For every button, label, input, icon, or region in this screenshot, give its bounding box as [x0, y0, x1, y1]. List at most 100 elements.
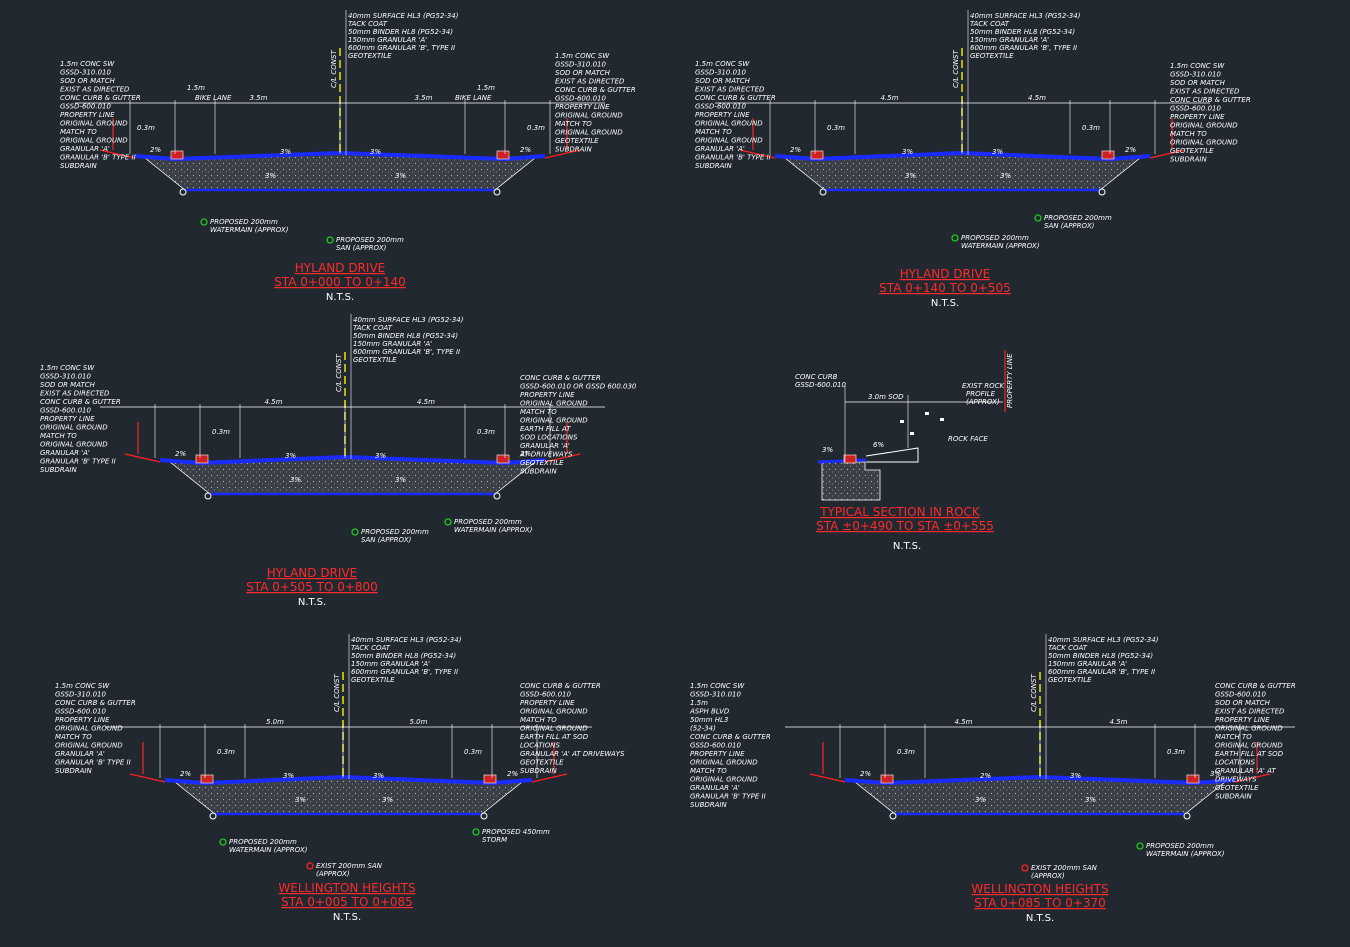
right-label: EARTH FILL AT SOD: [520, 733, 589, 741]
left-label: PROPERTY LINE: [55, 716, 110, 724]
left-label: GRANULAR 'B' TYPE II: [40, 458, 116, 466]
slope-label: 3%: [265, 172, 276, 180]
right-label: DRIVEWAYS: [1215, 776, 1257, 784]
pipe-marker: [219, 838, 227, 846]
section-title: HYLAND DRIVE: [267, 566, 357, 580]
dimension-value: 1.5m: [187, 84, 205, 92]
right-label: EXIST AS DIRECTED: [1170, 88, 1240, 96]
right-label: EXIST AS DIRECTED: [555, 78, 625, 86]
pavement-note-line: 50mm BINDER HL8 (PG52-34): [970, 28, 1075, 36]
slope-label: 3%: [992, 148, 1003, 156]
pavement-note-line: 40mm SURFACE HL3 (PG52-34): [1048, 636, 1159, 644]
centerline-label: C/L CONST: [952, 50, 960, 88]
left-label: PROPERTY LINE: [695, 111, 750, 119]
slope-label: 3%: [283, 772, 294, 780]
right-label: GEOTEXTILE: [520, 759, 564, 767]
slope-label: 3%: [370, 148, 381, 156]
subdrain-right: [493, 492, 501, 500]
pipe-marker: [200, 218, 208, 226]
pipe-marker: [1021, 864, 1029, 872]
slope-label: 2%: [520, 146, 531, 154]
left-label: CONC CURB & GUTTER: [40, 398, 121, 406]
section-title: HYLAND DRIVE: [295, 261, 385, 275]
right-label: GEOTEXTILE: [1170, 147, 1214, 155]
right-label: SOD OR MATCH: [555, 69, 611, 77]
right-label: ORIGINAL GROUND: [555, 129, 623, 137]
section-title: WELLINGTON HEIGHTS: [971, 882, 1108, 896]
pipe-label: PROPOSED 200mm: [1044, 214, 1112, 222]
left-label: GSSD-600.010: [40, 407, 91, 415]
right-label: AT DRIVEWAYS: [519, 451, 573, 459]
scale-note: N.T.S.: [333, 912, 361, 923]
right-label: PROPERTY LINE: [520, 391, 575, 399]
right-label: PROPERTY LINE: [1215, 716, 1270, 724]
right-label: MATCH TO: [520, 716, 557, 724]
rock-label: (APPROX): [966, 398, 1000, 406]
slope-label: 2%: [175, 450, 186, 458]
right-label: SUBDRAIN: [520, 767, 557, 775]
pipe-marker: [472, 828, 480, 836]
right-label: CONC CURB & GUTTER: [520, 682, 601, 690]
original-ground-right: [531, 773, 568, 783]
pavement-note-line: 600mm GRANULAR 'B', TYPE II: [351, 668, 458, 676]
left-label: ORIGINAL GROUND: [55, 725, 123, 733]
left-label: CONC CURB & GUTTER: [55, 699, 136, 707]
pavement-note-line: GEOTEXTILE: [353, 356, 397, 364]
dimension-value: 0.3m: [827, 124, 845, 132]
curb-left: [195, 454, 209, 464]
left-label: MATCH TO: [55, 733, 92, 741]
left-label: SUBDRAIN: [60, 162, 97, 170]
dimension-value: 4.5m: [955, 718, 973, 726]
subdrain-right: [1098, 188, 1106, 196]
rock-sod: [865, 447, 919, 463]
scale-note: N.T.S.: [326, 292, 354, 303]
section-subtitle: STA 0+140 TO 0+505: [879, 281, 1011, 295]
left-label: SUBDRAIN: [55, 767, 92, 775]
pavement-note-line: 40mm SURFACE HL3 (PG52-34): [353, 316, 464, 324]
pavement-note-line: TACK COAT: [353, 324, 393, 332]
rock-face-fragment: [940, 418, 944, 421]
left-label: GSSD-310.010: [40, 373, 91, 381]
pipe-marker: [326, 236, 334, 244]
slope-label: 2%: [860, 770, 871, 778]
pipe-label: WATERMAIN (APPROX): [454, 526, 533, 534]
left-label: GSSD-310.010: [60, 69, 111, 77]
pavement-note-line: TACK COAT: [351, 644, 391, 652]
right-label: SOD OR MATCH: [1215, 699, 1271, 707]
pavement-note-line: 600mm GRANULAR 'B', TYPE II: [353, 348, 460, 356]
left-label: GRANULAR 'A': [695, 145, 745, 153]
section-subtitle: STA ±0+490 TO STA ±0+555: [816, 519, 994, 533]
curb-right: [496, 454, 510, 464]
right-label: ORIGINAL GROUND: [520, 708, 588, 716]
pipe-label: (APPROX): [1031, 872, 1065, 880]
rock-label: PROFILE: [966, 390, 996, 398]
pipe-marker: [444, 518, 452, 526]
curb-right: [483, 774, 497, 784]
dimension-value: 4.5m: [1028, 94, 1046, 102]
pipe-label: PROPOSED 450mm: [482, 828, 550, 836]
pavement-note-line: 150mm GRANULAR 'A': [1048, 660, 1127, 668]
right-label: EXIST AS DIRECTED: [1215, 708, 1285, 716]
left-label: SOD OR MATCH: [40, 381, 96, 389]
pipe-marker: [351, 528, 359, 536]
slope-label: 2%: [150, 146, 161, 154]
dimension-value: 3.5m: [415, 94, 433, 102]
dimension-value: 0.3m: [527, 124, 545, 132]
left-label: MATCH TO: [40, 432, 77, 440]
slope-label: 3%: [1210, 770, 1221, 778]
left-label: SUBDRAIN: [40, 466, 77, 474]
pipe-marker: [1034, 214, 1042, 222]
rock-label: 6%: [873, 441, 884, 449]
section-subtitle: STA 0+505 TO 0+800: [246, 580, 378, 594]
pipe-label: (APPROX): [316, 870, 350, 878]
slope-label: 2%: [180, 770, 191, 778]
pavement-note-line: 50mm BINDER HL8 (PG52-34): [348, 28, 453, 36]
left-label: ASPH BLVD: [689, 708, 730, 716]
subdrain-left: [179, 188, 187, 196]
right-label: ORIGINAL GROUND: [1170, 139, 1238, 147]
rock-label: EXIST ROCK: [962, 382, 1005, 390]
pipe-label: WATERMAIN (APPROX): [210, 226, 289, 234]
scale-note: N.T.S.: [931, 298, 959, 309]
